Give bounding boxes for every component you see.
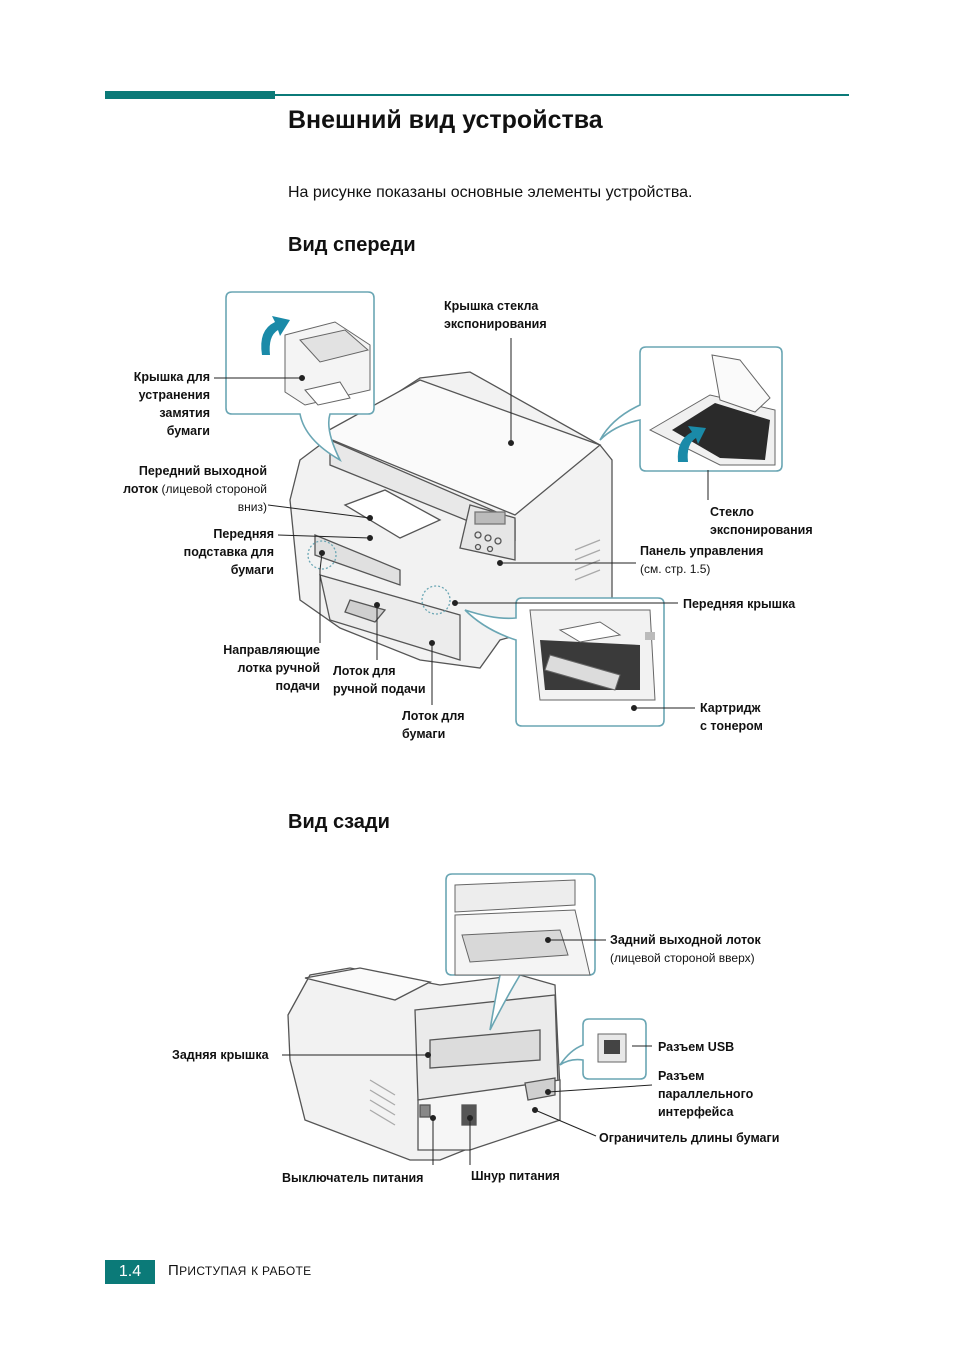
label-rear-cover: Задняя крышка <box>172 1048 269 1062</box>
page-title: Внешний вид устройства <box>288 106 603 134</box>
label-paper-length-limiter: Ограничитель длины бумаги <box>599 1131 780 1145</box>
chapter-title: ПРИСТУПАЯ К РАБОТЕ <box>168 1262 312 1279</box>
page-number: 1.4 <box>105 1260 155 1284</box>
label-control-panel: Панель управления(см. стр. 1.5) <box>640 544 764 576</box>
label-usb-port: Разъем USB <box>658 1040 735 1054</box>
header-rule-thick <box>105 91 275 99</box>
label-front-cover: Передняя крышка <box>683 597 796 611</box>
label-rear-output-tray: Задний выходной лоток(лицевой стороной в… <box>610 933 761 965</box>
label-power-switch: Выключатель питания <box>282 1171 424 1185</box>
front-view-heading: Вид спереди <box>288 234 416 256</box>
intro-text: На рисунке показаны основные элементы ус… <box>288 184 693 201</box>
header-rule-thin <box>275 94 849 96</box>
rear-view-heading: Вид сзади <box>288 811 390 833</box>
label-power-cord: Шнур питания <box>471 1169 560 1183</box>
